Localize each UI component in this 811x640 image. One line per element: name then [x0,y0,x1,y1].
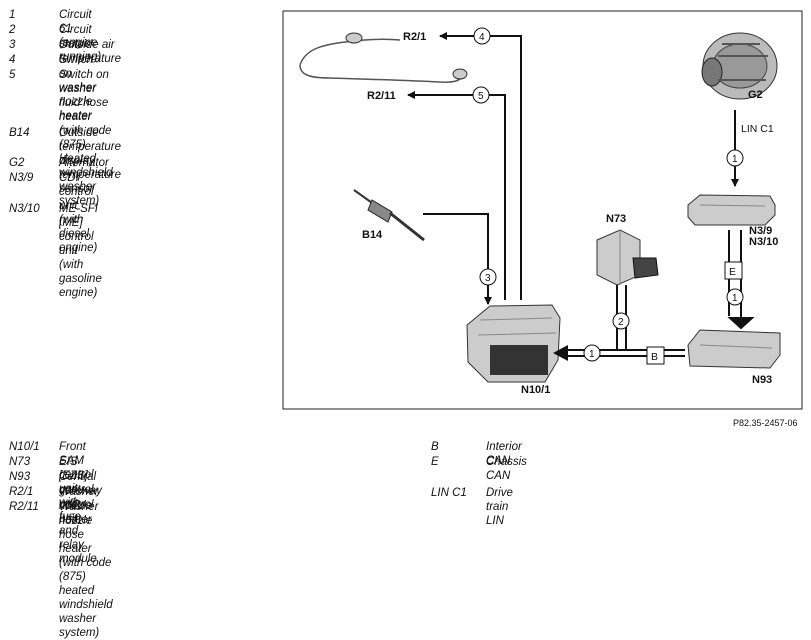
svg-text:1: 1 [732,293,738,304]
marker-1-n10: 1 [583,344,601,362]
arrow-to-n10 [553,345,568,361]
svg-text:2: 2 [618,317,624,328]
label-g2: G2 [748,89,763,101]
label-n3-9: N3/9 [749,225,772,237]
diagram-frame [282,10,803,410]
temperature-sensor-graphic [353,189,425,242]
washer-nozzle-heater-graphic [299,32,468,83]
line-b14 [423,213,492,305]
svg-text:1: 1 [732,154,738,165]
label-r2-11: R2/11 [367,90,396,102]
label-n73: N73 [606,213,626,225]
svg-text:3: 3 [485,273,491,284]
marker-1-chassis: 1 [726,288,744,306]
line-r2-1 [439,32,522,300]
sam-module-graphic [466,304,561,383]
svg-text:5: 5 [478,91,484,102]
marker-2: 2 [612,312,630,330]
label-n10-1: N10/1 [521,384,550,396]
reference-code: P82.35-2457-06 [733,418,798,428]
marker-5: 5 [472,86,490,104]
marker-3: 3 [479,268,497,286]
bus-b-box [646,346,665,365]
svg-text:1: 1 [589,349,595,360]
label-lin-c1: LIN C1 [741,123,774,135]
line-chassis-can [727,230,755,330]
marker-1-lin: 1 [726,149,744,167]
alternator-graphic [701,32,778,100]
gateway-unit-graphic [687,329,781,369]
label-n3-10: N3/10 [749,236,778,248]
bus-e-label: E [729,266,736,278]
wiring-diagram: B E 4 5 3 1 1 2 1 R2/1 R2/11 G2 LIN C1 B… [282,10,803,410]
svg-text:4: 4 [479,32,485,43]
bus-b-label: B [651,351,658,363]
line-r2-11 [407,91,506,300]
marker-4: 4 [473,27,491,45]
bus-e-box [724,261,743,280]
engine-control-unit-graphic [687,194,776,226]
label-n93: N93 [752,374,772,386]
ignition-switch-graphic [596,229,659,286]
label-r2-1: R2/1 [403,31,426,43]
label-b14: B14 [362,229,383,241]
